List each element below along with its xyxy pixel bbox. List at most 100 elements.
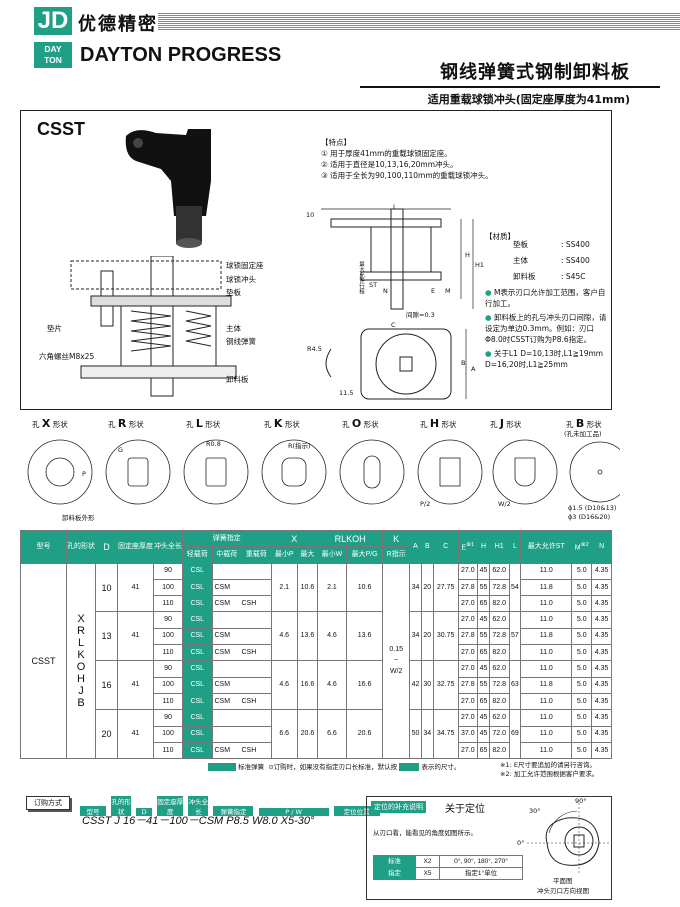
label-ballock-punch: 球锁冲头 (226, 274, 256, 284)
material-value: : SS400 (561, 240, 590, 249)
cell-m: 5.0 (571, 741, 593, 760)
cell-c: 27.75 (432, 562, 459, 613)
cell-spring-medium (211, 611, 242, 629)
th-xmax: 最大 (296, 546, 318, 564)
hole-k-rspec: R(指示) (288, 442, 311, 450)
cell-st: 11.8 (520, 627, 573, 646)
cell-spring-medium: CSM (211, 741, 242, 760)
legend-note-tail: 表示的尺寸。 (421, 763, 461, 771)
order-head-d: D (136, 808, 153, 816)
th-sp3: 重载荷 (241, 546, 272, 564)
hole-x-p: P (82, 470, 86, 478)
th-thick: 固定座厚度 (117, 530, 154, 564)
cell-e: 27.8 (457, 676, 479, 694)
cell-spring-heavy (241, 578, 272, 597)
note-text: M表示刃口允许加工范围，客户自行加工。 (485, 288, 606, 308)
cell-e: 27.8 (457, 627, 479, 646)
cell-b: 30 (420, 660, 434, 711)
cell-d: 16 (95, 660, 118, 711)
notes-block: ● M表示刃口允许加工范围，客户自行加工。 ● 卸料板上的孔与冲头刃口间隙，请设… (485, 287, 609, 370)
th-a: A (409, 530, 422, 564)
th-h1: H1 (488, 530, 510, 564)
cell-h1: 62.0 (488, 611, 510, 629)
angle-0: 0° (517, 839, 525, 847)
order-head-model: 型号 (80, 806, 106, 816)
order-example: CSST J 16－41－100－CSM P8.5 W8.0 X5-30° (82, 815, 315, 827)
label-wire-spring: 钢线弹簧 (226, 337, 256, 346)
cell-e: 27.0 (457, 660, 479, 678)
th-sp1: 轻载荷 (182, 546, 213, 564)
cell-len: 100 (153, 725, 183, 743)
cell-b: 20 (420, 611, 434, 662)
th-e-label: E (461, 544, 467, 552)
cell-h1: 72.0 (488, 725, 510, 743)
dim-b: B (461, 359, 466, 367)
note-1: ● M表示刃口允许加工范围，客户自行加工。 (485, 287, 609, 309)
note-icon: ● (485, 288, 492, 297)
th-st: 最大允许ST (520, 530, 573, 564)
cell-h1: 62.0 (488, 562, 510, 580)
legend-row: 标准弹簧 ⊙订购时，如果没有指定刃口长标准，默认按 表示的尺寸。 (208, 761, 460, 771)
page-subtitle: 适用重载球锁冲头(固定座厚度为41mm) (427, 93, 630, 106)
th-hole: 孔的形状 (66, 530, 96, 564)
cell-m: 5.0 (571, 644, 593, 662)
cell-m: 5.0 (571, 611, 593, 629)
materials-block: 【材质】 (485, 229, 515, 244)
hole-x-label: 孔 X 形状 (32, 417, 68, 430)
cell-k: 0.15 ~ W/2 (382, 562, 411, 760)
feature-3: ③ 适用于全长为90,100,110mm的重载球锁冲头。 (321, 171, 493, 180)
cell-n: 4.35 (591, 578, 612, 597)
dim-h1: H1 (475, 261, 485, 269)
note-2: ● 卸料板上的孔与冲头刃口间隙，请设定为单边0.3mm。例如：刃口Φ8.0时CS… (485, 312, 609, 345)
th-len: 冲头全长 (153, 530, 183, 564)
th-e-note: ※1 (466, 542, 475, 549)
cell-e: 27.8 (457, 578, 479, 597)
cell-h1: 82.0 (488, 692, 510, 711)
cell-spring-light: CSL (182, 611, 213, 629)
th-d: D (95, 530, 118, 564)
hole-b-note: (孔未加工品) (564, 430, 602, 438)
dim-maxst: 最大允许行程 (358, 261, 364, 294)
positioning-row-std: 标准 X2 0°, 90°, 180°, 270° (373, 855, 523, 868)
hole-letter: O (76, 660, 86, 673)
th-rmax: 最大P/G (345, 546, 384, 564)
cell-r-min: 2.1 (316, 562, 347, 613)
cell-spring-light: CSL (182, 741, 213, 760)
legend-swatch (208, 763, 236, 771)
cell-spring-light: CSL (182, 578, 213, 597)
hole-shape-drawings (27, 439, 620, 505)
cell-e: 27.0 (457, 741, 479, 760)
label-hex-screw: 六角螺丝M8x25 (39, 352, 95, 361)
cell-spring-heavy (241, 627, 272, 646)
cell-m: 5.0 (571, 660, 593, 678)
footnote-1: ※1: E尺寸要追加的请另行咨询。 (500, 761, 596, 769)
th-h: H (477, 530, 490, 564)
cell-st: 11.0 (520, 660, 573, 678)
th-xmin: 最小P (270, 546, 298, 564)
cell-len: 90 (153, 562, 183, 580)
cell-thick: 41 (117, 660, 154, 711)
cell-x-min: 4.6 (270, 611, 298, 662)
cell-x-min: 4.6 (270, 660, 298, 711)
cell-m: 5.0 (571, 595, 593, 613)
cell-m: 5.0 (571, 627, 593, 646)
materials-title: 【材质】 (485, 232, 515, 241)
hole-h-label: 孔 H 形状 (420, 417, 457, 430)
cell-n: 4.35 (591, 676, 612, 694)
cell-n: 4.35 (591, 644, 612, 662)
cell-c: 30.75 (432, 611, 459, 662)
cell-r-max: 16.6 (345, 660, 384, 711)
angle-90: 90° (575, 797, 587, 805)
cell-n: 4.35 (591, 595, 612, 613)
features-title: 【特点】 (321, 138, 351, 147)
cell-st: 11.8 (520, 578, 573, 597)
hole-b-phi3: ϕ3 (D16&20) (568, 513, 611, 521)
material-part: 垫板 (513, 240, 528, 249)
hole-k-label: 孔 K 形状 (264, 417, 300, 430)
cell-l: 57 (508, 611, 522, 662)
cell-c: 32.75 (432, 660, 459, 711)
cell-spring-heavy: CSH (241, 741, 272, 760)
